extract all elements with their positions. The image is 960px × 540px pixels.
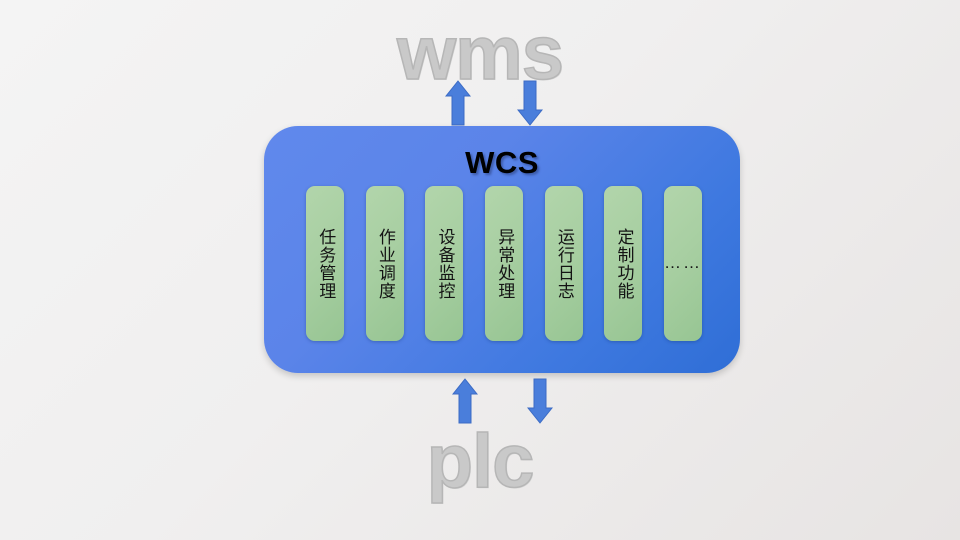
module-label: 设备监控 (435, 227, 455, 300)
module-card-job-scheduling[interactable]: 作业调度 (365, 186, 404, 341)
module-card-task-management[interactable]: 任务管理 (306, 186, 344, 341)
wcs-title: WCS (465, 145, 539, 180)
module-card-more[interactable]: …… (663, 186, 702, 341)
module-label-ellipsis: …… (663, 253, 702, 273)
arrow-up-icon (444, 80, 472, 126)
module-card-custom-function[interactable]: 定制功能 (604, 186, 643, 341)
module-card-operation-log[interactable]: 运行日志 (544, 186, 583, 341)
module-list: 任务管理 作业调度 设备监控 异常处理 运行日志 定制功能 …… (306, 186, 702, 341)
arrow-down-wms (516, 80, 544, 126)
module-label: 异常处理 (495, 227, 515, 300)
arrow-down-icon (516, 80, 544, 126)
arrow-down-plc (526, 378, 554, 424)
arrow-down-icon (526, 378, 554, 424)
module-card-equipment-monitoring[interactable]: 设备监控 (425, 186, 464, 341)
wms-system-label: wms (396, 11, 564, 96)
module-label: 定制功能 (614, 227, 634, 300)
arrow-up-wms (444, 80, 472, 126)
wcs-container: WCS 任务管理 作业调度 设备监控 异常处理 运行日志 定制功能 …… (264, 126, 740, 373)
arrow-up-plc (451, 378, 479, 424)
plc-system-label: plc (426, 419, 535, 504)
module-label: 运行日志 (554, 227, 574, 300)
module-card-exception-handling[interactable]: 异常处理 (484, 186, 523, 341)
arrow-up-icon (451, 378, 479, 424)
module-label: 任务管理 (316, 227, 336, 300)
module-label: 作业调度 (375, 227, 395, 300)
